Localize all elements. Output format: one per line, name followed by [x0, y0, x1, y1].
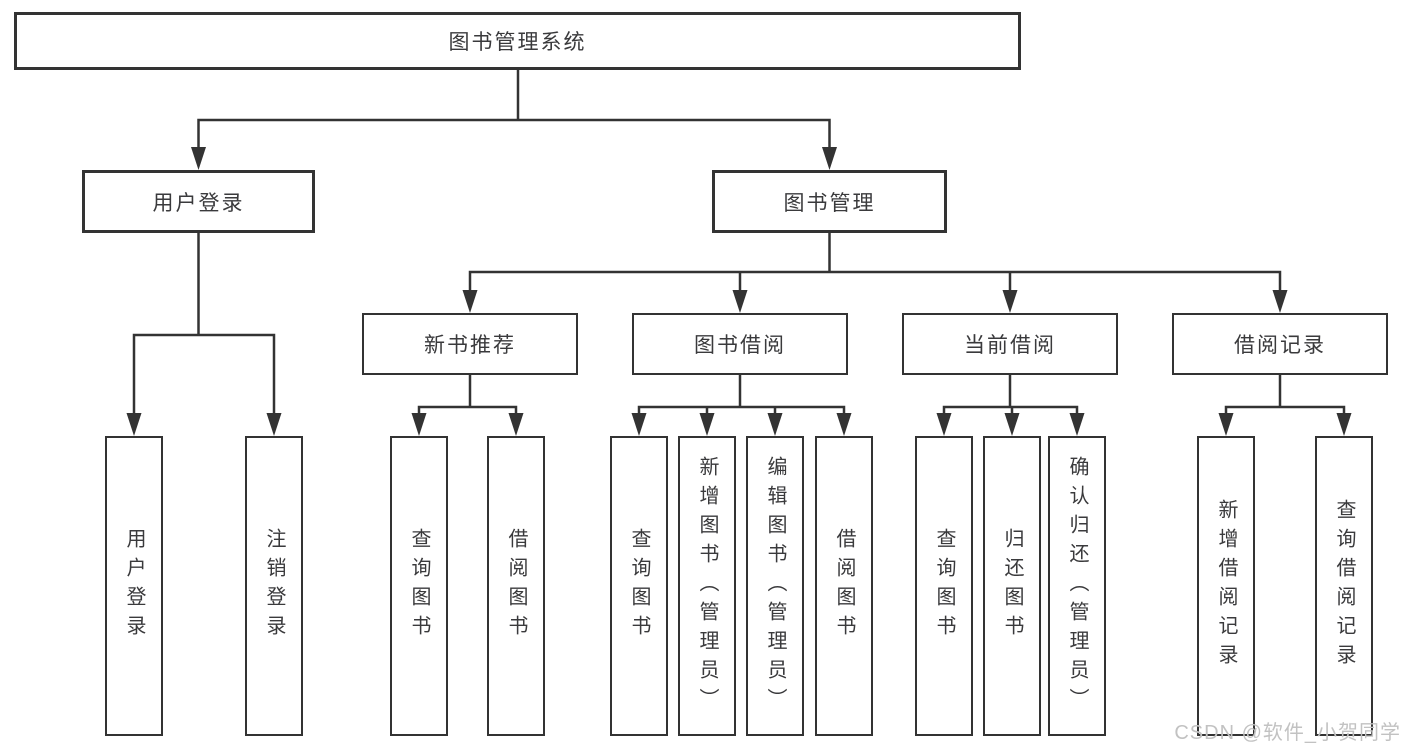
leaf-confirm-return-admin: 确认归还（管理员）: [1048, 436, 1106, 736]
node-book-management: 图书管理: [712, 170, 947, 233]
node-library-management-system: 图书管理系统: [14, 12, 1021, 70]
csdn-watermark: CSDN @软件_小贺同学: [1174, 722, 1401, 744]
leaf-edit-books-admin: 编辑图书（管理员）: [746, 436, 804, 736]
leaf-borrow-books: 借阅图书: [815, 436, 873, 736]
leaf-return-books: 归还图书: [983, 436, 1041, 736]
leaf-add-borrowing-record: 新增借阅记录: [1197, 436, 1255, 736]
leaf-query-books-recommendation: 查询图书: [390, 436, 448, 736]
leaf-user-login: 用户登录: [105, 436, 163, 736]
node-new-book-recommendation: 新书推荐: [362, 313, 578, 375]
leaf-query-books-current: 查询图书: [915, 436, 973, 736]
leaf-logout: 注销登录: [245, 436, 303, 736]
leaf-query-books-borrowing: 查询图书: [610, 436, 668, 736]
leaf-add-books-admin: 新增图书（管理员）: [678, 436, 736, 736]
leaf-query-borrowing-record: 查询借阅记录: [1315, 436, 1373, 736]
node-borrowing-records: 借阅记录: [1172, 313, 1388, 375]
node-current-borrowing: 当前借阅: [902, 313, 1118, 375]
node-user-login: 用户登录: [82, 170, 315, 233]
node-book-borrowing: 图书借阅: [632, 313, 848, 375]
leaf-borrow-books-recommendation: 借阅图书: [487, 436, 545, 736]
